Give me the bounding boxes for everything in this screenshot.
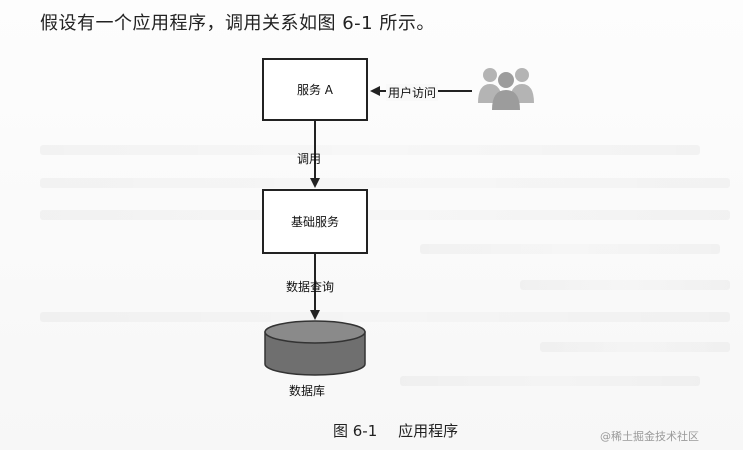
user-access-label: 用户访问 (386, 84, 439, 101)
intro-paragraph: 假设有一个应用程序，调用关系如图 6-1 所示。 (40, 13, 435, 34)
service-a-node: 服务 A (262, 58, 368, 121)
figure-caption: 图 6-1 应用程序 (333, 420, 458, 441)
bleed-through-line (540, 342, 730, 352)
watermark: @稀土掘金技术社区 (600, 430, 699, 443)
figure-number: 图 6-1 (333, 422, 378, 440)
bleed-through-line (40, 178, 730, 188)
service-a-label: 服务 A (296, 83, 334, 97)
bleed-through-line (40, 312, 730, 322)
call-label: 调用 (297, 152, 322, 166)
bleed-through-line (520, 280, 730, 290)
bleed-through-line (40, 210, 730, 220)
base-service-node: 基础服务 (262, 189, 368, 254)
bleed-through-line (400, 376, 700, 386)
database-label: 数据库 (289, 384, 326, 398)
database-cylinder-icon (264, 320, 366, 376)
bleed-through-line (420, 244, 720, 254)
data-query-label: 数据查询 (286, 280, 335, 294)
bleed-through-line (40, 145, 700, 155)
base-service-label: 基础服务 (290, 215, 339, 229)
users-group-icon (478, 68, 534, 110)
figure-title: 应用程序 (398, 422, 459, 440)
